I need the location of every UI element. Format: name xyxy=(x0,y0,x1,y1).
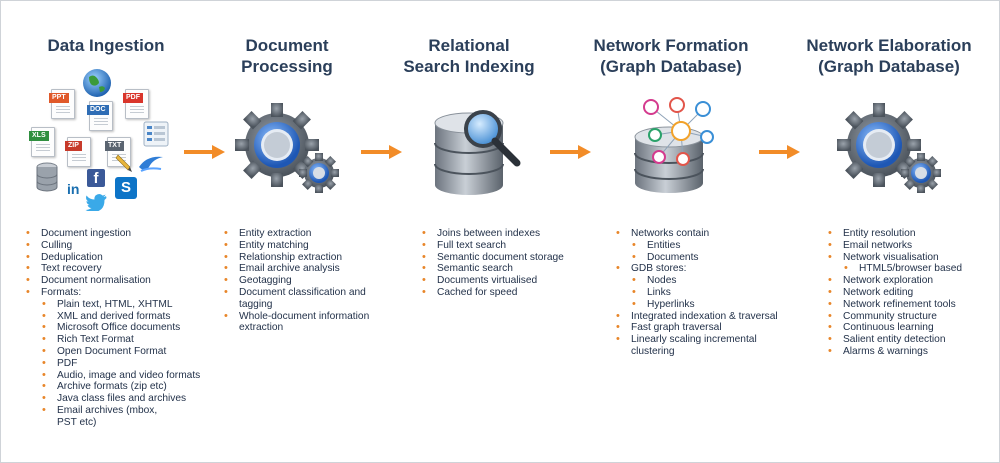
list-item: Alarms & warnings xyxy=(827,346,997,358)
list-item: Network visualisation xyxy=(827,252,997,264)
list-item: Culling xyxy=(25,240,205,252)
list-item: Geotagging xyxy=(223,275,383,287)
stage-title-network-formation: Network Formation (Graph Database) xyxy=(593,36,749,76)
list-item: Nodes xyxy=(615,275,793,287)
list-item: Entity extraction xyxy=(223,228,383,240)
list-item: Network editing xyxy=(827,287,997,299)
network-elaboration-list: Entity resolution Email networks Network… xyxy=(827,228,997,358)
list-item: Microsoft Office documents xyxy=(25,322,205,334)
data-ingestion-list: Document ingestion Culling Deduplication… xyxy=(25,228,205,429)
list-item: Email archives (mbox, PST etc) xyxy=(25,405,165,429)
list-item: Whole-document information extraction xyxy=(223,311,383,335)
list-item: Cached for speed xyxy=(421,287,581,299)
document-processing-list: Entity extraction Entity matching Relati… xyxy=(223,228,383,334)
list-item: Community structure xyxy=(827,311,997,323)
list-item: Full text search xyxy=(421,240,581,252)
stage-title-relational-search-indexing: Relational Search Indexing xyxy=(403,36,535,76)
list-item: Open Document Format xyxy=(25,346,205,358)
globe-icon xyxy=(83,69,111,97)
pdf-file-icon: PDF xyxy=(123,89,149,119)
txt-file-icon: TXT xyxy=(105,137,131,167)
list-item: Entity resolution xyxy=(827,228,997,240)
network-formation-list: Networks contain Entities Documents GDB … xyxy=(615,228,793,358)
search-database-icon xyxy=(434,110,521,195)
gear-icon xyxy=(837,103,941,193)
list-item: GDB stores: xyxy=(615,263,793,275)
list-item: Relationship extraction xyxy=(223,252,383,264)
list-item: Java class files and archives xyxy=(25,393,205,405)
database-icon xyxy=(36,162,58,192)
gear-icon xyxy=(235,103,339,193)
list-item: HTML5/browser based xyxy=(827,263,997,275)
list-item: Network exploration xyxy=(827,275,997,287)
list-item: Semantic document storage xyxy=(421,252,581,264)
list-item: Hyperlinks xyxy=(615,299,793,311)
list-item: Semantic search xyxy=(421,263,581,275)
flow-arrow-1 xyxy=(184,145,225,159)
list-item: Document classification and tagging xyxy=(223,287,383,311)
list-item: Formats: xyxy=(25,287,205,299)
table-icon xyxy=(143,121,169,147)
list-item: Document ingestion xyxy=(25,228,205,240)
flow-arrow-2 xyxy=(361,145,402,159)
list-item: Email networks xyxy=(827,240,997,252)
file-formats-cluster: PPT DOC PDF XLS ZIP TXT in f xyxy=(23,63,193,223)
list-item: Integrated indexation & traversal xyxy=(615,311,793,323)
list-item: Network refinement tools xyxy=(827,299,997,311)
list-item: Networks contain xyxy=(615,228,793,240)
flow-arrow-4 xyxy=(759,145,800,159)
ppt-file-icon: PPT xyxy=(49,89,75,119)
twitter-icon xyxy=(85,194,107,211)
stage-title-data-ingestion: Data Ingestion xyxy=(47,36,165,55)
doc-file-icon: DOC xyxy=(87,101,113,131)
list-item: Documents virtualised xyxy=(421,275,581,287)
list-item: Salient entity detection xyxy=(827,334,997,346)
linkedin-icon: in xyxy=(67,181,80,197)
pencil-icon xyxy=(115,154,132,172)
stage-title-network-elaboration: Network Elaboration (Graph Database) xyxy=(806,36,972,76)
list-item: Links xyxy=(615,287,793,299)
zip-file-icon: ZIP xyxy=(65,137,91,167)
list-item: Linearly scaling incremental clustering xyxy=(615,334,765,358)
list-item: Continuous learning xyxy=(827,322,997,334)
xls-file-icon: XLS xyxy=(29,127,55,157)
list-item: Joins between indexes xyxy=(421,228,581,240)
graph-database-icon xyxy=(634,97,714,193)
list-item: Fast graph traversal xyxy=(615,322,793,334)
list-item: Plain text, HTML, XHTML xyxy=(25,299,205,311)
list-item: Entity matching xyxy=(223,240,383,252)
list-item: Documents xyxy=(615,252,793,264)
stage-title-document-processing: Document Processing xyxy=(241,36,333,76)
list-item: Email archive analysis xyxy=(223,263,383,275)
list-item: Deduplication xyxy=(25,252,205,264)
list-item: XML and derived formats xyxy=(25,311,205,323)
list-item: PDF xyxy=(25,358,205,370)
outlook-icon xyxy=(139,156,163,172)
list-item: Rich Text Format xyxy=(25,334,205,346)
relational-search-list: Joins between indexes Full text search S… xyxy=(421,228,581,299)
list-item: Archive formats (zip etc) xyxy=(25,381,205,393)
flow-arrow-3 xyxy=(550,145,591,159)
list-item: Document normalisation xyxy=(25,275,205,287)
list-item: Audio, image and video formats xyxy=(25,370,205,382)
list-item: Text recovery xyxy=(25,263,205,275)
sharepoint-icon: S xyxy=(115,177,137,199)
facebook-icon: f xyxy=(87,169,105,187)
list-item: Entities xyxy=(615,240,793,252)
